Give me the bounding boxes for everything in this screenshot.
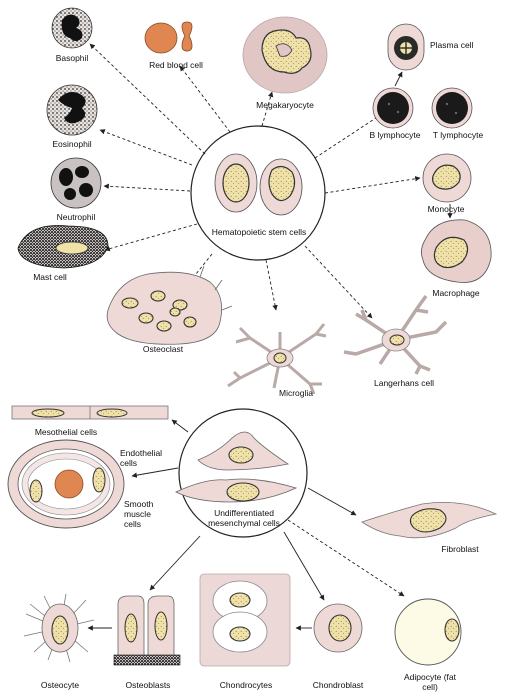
osteoclast-cell — [106, 265, 233, 345]
blood-vessel — [7, 439, 125, 529]
eosinophil-cell — [46, 84, 98, 136]
chondroblast-cell — [313, 603, 363, 653]
microglia-body — [266, 348, 294, 368]
mast-cell — [17, 225, 109, 269]
label-eosinophil: Eosinophil — [52, 139, 92, 149]
mesothelial-cells — [11, 405, 169, 420]
hematopoietic-stem-cells-hub — [190, 125, 326, 261]
mesenchymal-cells-hub — [175, 408, 308, 538]
label-osteoclast: Osteoclast — [142, 344, 184, 354]
label-macrophage: Macrophage — [432, 288, 480, 298]
label-chondroblast: Chondroblast — [312, 680, 364, 690]
b-to-plasma-arrow — [394, 71, 403, 87]
label-chondrocytes: Chondrocytes — [219, 680, 273, 690]
b-lymphocyte-cell — [372, 87, 414, 129]
label-adipocyte: Adipocyte (fat cell) — [404, 672, 456, 692]
microglia-cell — [227, 323, 327, 395]
label-monocyte: Monocyte — [427, 204, 465, 214]
mesenchymal-to-fibroblast-arrow — [307, 487, 357, 516]
mesenchymal-to-mesothelial-arrow — [171, 419, 189, 433]
t-lymphocyte-cell — [431, 87, 473, 129]
label-hematopoietic-stem-cells: Hematopoietic stem cells — [211, 227, 307, 237]
label-megakaryocyte: Megakaryocyte — [256, 100, 314, 110]
label-osteoblasts: Osteoblasts — [125, 680, 171, 690]
label-basophil: Basophil — [55, 53, 89, 63]
mesenchymal-to-adipocyte-arrow — [287, 519, 405, 597]
label-mast-cell: Mast cell — [33, 272, 67, 282]
macrophage-cell — [421, 219, 492, 283]
label-t-lymphocyte: T lymphocyte — [432, 130, 484, 140]
chondrocytes-cell — [199, 573, 291, 667]
label-plasma-cell: Plasma cell — [430, 40, 474, 50]
megakaryocyte-cell — [242, 16, 328, 94]
hematopoietic-arrows — [89, 43, 421, 319]
label-microglia: Microglia — [278, 388, 314, 398]
label-endothelial-cells: Endothelial cells — [120, 448, 163, 468]
label-red-blood-cell: Red blood cell — [149, 60, 203, 70]
label-osteocyte: Osteocyte — [40, 680, 80, 690]
monocyte-cell — [422, 153, 472, 203]
basophil-cell — [51, 7, 93, 49]
plasma-cell — [387, 23, 425, 71]
label-langerhans-cell: Langerhans cell — [373, 378, 435, 388]
label-b-lymphocyte: B lymphocyte — [369, 130, 421, 140]
adipocyte-cell — [394, 598, 462, 666]
mesenchymal-to-chondroblast-arrow — [283, 531, 325, 601]
osteoblasts-cell — [113, 595, 181, 666]
label-fibroblast: Fibroblast — [441, 544, 479, 554]
label-mesothelial-cells: Mesothelial cells — [34, 427, 98, 437]
label-neutrophil: Neutrophil — [56, 212, 96, 222]
label-smooth-muscle-cells: Smooth muscle cells — [124, 499, 154, 529]
fibroblast-cell — [361, 502, 498, 539]
mesenchymal-to-vessel-arrow — [131, 467, 179, 478]
langerhans-body — [381, 328, 411, 352]
osteocyte-cell — [23, 593, 95, 663]
red-blood-cell — [144, 21, 193, 54]
label-undifferentiated-mesenchymal-cells: Undifferentiated mesenchymal cells — [208, 508, 280, 528]
mesenchymal-to-osteoblasts-arrow — [149, 535, 201, 591]
neutrophil-cell — [50, 157, 102, 209]
